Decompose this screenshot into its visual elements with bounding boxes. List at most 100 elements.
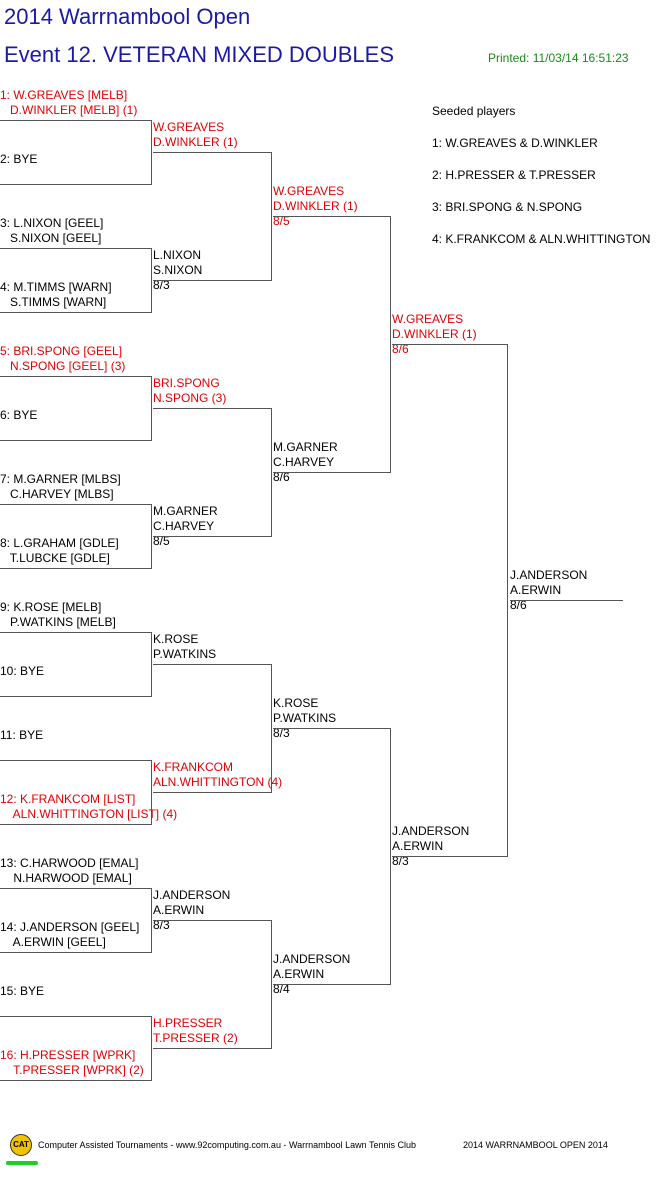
match-score: 8/6 [510,598,527,612]
player-line: 14: J.ANDERSON [GEEL] [0,920,140,934]
player-line: 1: W.GREAVES [MELB] [0,88,128,102]
r1-entry-6: 6: BYE [0,408,37,423]
player-line: S.NIXON [GEEL] [0,231,102,245]
player-line: A.ERWIN [273,967,325,981]
player-line: A.ERWIN [GEEL] [0,935,106,949]
r1-entry-2: 2: BYE [0,152,37,167]
r1-line-12 [0,824,152,825]
player-line: 8: L.GRAHAM [GDLE] [0,536,119,550]
r2-line-8 [153,1048,272,1049]
player-line: 12: K.FRANKCOM [LIST] [0,792,136,806]
r4-line-2 [392,856,508,857]
r1-entry-3: 3: L.NIXON [GEEL] S.NIXON [GEEL] [0,216,103,246]
r2-line-4 [153,536,272,537]
r1-entry-7: 7: M.GARNER [MLBS] C.HARVEY [MLBS] [0,472,121,502]
match-score: 8/6 [273,470,290,484]
r1-connector-1 [151,120,152,185]
r1-line-4 [0,312,152,313]
player-line: 2: BYE [0,152,38,166]
r1-line-14 [0,952,152,953]
r3-line-1 [273,216,391,217]
r1-line-3 [0,248,152,249]
r1-entry-16: 16: H.PRESSER [WPRK] T.PRESSER [WPRK] (2… [0,1048,144,1078]
player-line: W.GREAVES [392,312,464,326]
r2-connector-1 [271,152,272,281]
seeded-players-heading: Seeded players [432,104,516,118]
player-line: K.ROSE [153,632,199,646]
match-score: 8/4 [273,982,290,996]
r1-entry-15: 15: BYE [0,984,44,999]
r1-line-5 [0,376,152,377]
player-line: 9: K.ROSE [MELB] [0,600,102,614]
r2-line-1 [153,152,272,153]
logo-underline [6,1161,38,1165]
cat-logo: CAT [10,1134,32,1156]
seed-1: 1: W.GREAVES & D.WINKLER [432,136,598,150]
match-score: 8/3 [153,278,170,292]
player-line: 7: M.GARNER [MLBS] [0,472,121,486]
player-line: N.SPONG (3) [153,391,227,405]
r1-entry-12: 12: K.FRANKCOM [LIST] ALN.WHITTINGTON [L… [0,792,177,822]
player-line: T.LUBCKE [GDLE] [0,551,110,565]
r1-connector-7 [151,888,152,953]
match-score: 8/3 [273,726,290,740]
player-line: 13: C.HARWOOD [EMAL] [0,856,139,870]
r3-line-4 [273,984,391,985]
player-line: D.WINKLER [MELB] (1) [0,103,138,117]
match-score: 8/5 [153,534,170,548]
player-line: A.ERWIN [392,839,444,853]
r1-entry-14: 14: J.ANDERSON [GEEL] A.ERWIN [GEEL] [0,920,139,950]
player-line: 6: BYE [0,408,38,422]
player-line: N.SPONG [GEEL] (3) [0,359,126,373]
footer-event: 2014 WARRNAMBOOL OPEN 2014 [463,1140,608,1150]
player-line: K.ROSE [273,696,319,710]
r1-line-11 [0,760,152,761]
r3-line-2 [273,472,391,473]
player-line: J.ANDERSON [273,952,351,966]
player-line: M.GARNER [273,440,338,454]
player-line: D.WINKLER (1) [273,199,358,213]
player-line: W.GREAVES [273,184,345,198]
r2-connector-4 [271,920,272,1049]
player-line: D.WINKLER (1) [392,327,477,341]
r1-line-13 [0,888,152,889]
player-line: J.ANDERSON [392,824,470,838]
player-line: P.WATKINS [153,647,217,661]
player-line: 5: BRI.SPONG [GEEL] [0,344,123,358]
page-title: 2014 Warrnambool Open [4,4,251,29]
r2-line-5 [153,664,272,665]
player-line: N.HARWOOD [EMAL] [0,871,132,885]
player-line: S.TIMMS [WARN] [0,295,107,309]
r3-connector-2 [390,728,391,985]
r1-entry-11: 11: BYE [0,728,43,743]
r4-line-1 [392,344,508,345]
r2-line-3 [153,408,272,409]
r2-connector-3 [271,664,272,793]
player-line: 3: L.NIXON [GEEL] [0,216,104,230]
player-line: T.PRESSER (2) [153,1031,238,1045]
player-line: K.FRANKCOM [153,760,234,774]
seed-2: 2: H.PRESSER & T.PRESSER [432,168,596,182]
r4-connector-1 [507,344,508,857]
player-line: ALN.WHITTINGTON (4) [153,775,283,789]
player-line: C.HARVEY [153,519,215,533]
r1-connector-3 [151,376,152,441]
player-line: L.NIXON [153,248,202,262]
player-line: J.ANDERSON [510,568,588,582]
player-line: 11: BYE [0,728,44,742]
r1-entry-1: 1: W.GREAVES [MELB] D.WINKLER [MELB] (1) [0,88,137,118]
seed-4: 4: K.FRANKCOM & ALN.WHITTINGTON [432,232,651,246]
r1-connector-8 [151,1016,152,1081]
